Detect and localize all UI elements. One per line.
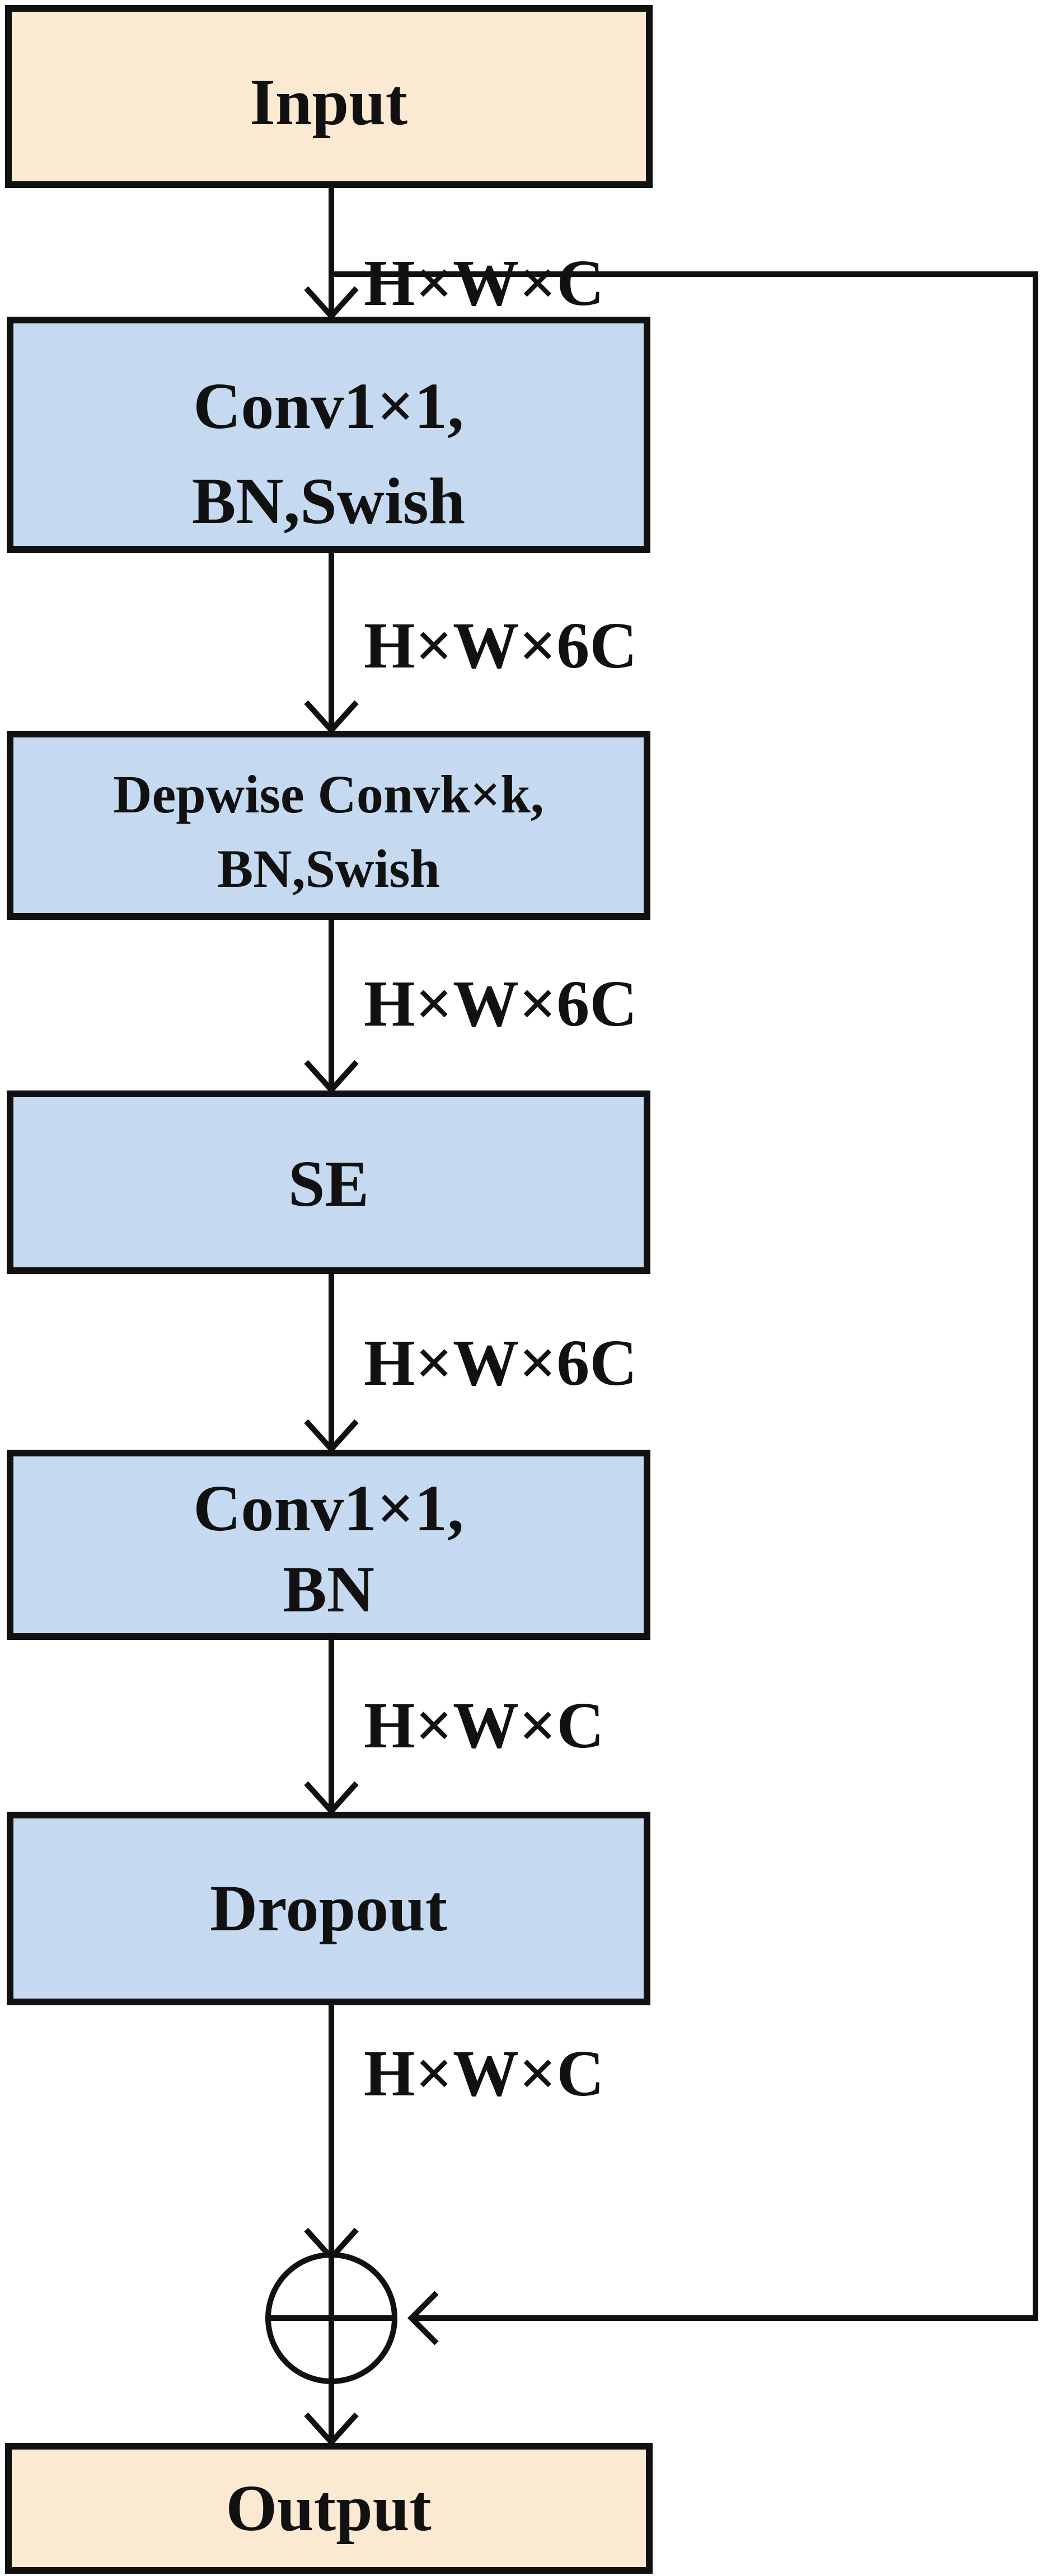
arrowhead-conv2	[304, 1419, 359, 1454]
dim-label-3: H×W×6C	[364, 967, 637, 1040]
circle-plus-icon	[265, 2252, 397, 2384]
conv1-label-line2: BN,Swish	[192, 464, 466, 538]
dim-label-1: H×W×C	[364, 246, 604, 319]
conv2-node: Conv1×1, BN	[7, 1450, 650, 1640]
arrowhead-se	[304, 1060, 359, 1094]
depthwise-node: Depwise Convk×k, BN,Swish	[7, 731, 650, 920]
arrowhead-conv1	[304, 286, 359, 321]
dim-label-2: H×W×6C	[364, 609, 637, 682]
output-node: Output	[5, 2443, 653, 2574]
conv2-label-line1: Conv1×1,	[193, 1472, 464, 1545]
se-node: SE	[7, 1090, 650, 1274]
dim-label-6: H×W×C	[364, 2037, 604, 2110]
dropout-node: Dropout	[7, 1812, 650, 2005]
arrowhead-dropout	[304, 1781, 359, 1816]
arrowhead-output	[304, 2412, 359, 2447]
se-label: SE	[288, 1147, 369, 1220]
input-label: Input	[250, 65, 407, 139]
arrowhead-depthwise	[304, 700, 359, 735]
output-label: Output	[226, 2471, 431, 2545]
conv1-label-line1: Conv1×1,	[193, 369, 464, 443]
skip-arrowhead	[407, 2291, 439, 2345]
depthwise-label-line1: Depwise Convk×k,	[113, 764, 544, 824]
conv2-label-line2: BN	[283, 1553, 374, 1626]
skip-connection-line	[331, 271, 1038, 2321]
dropout-label: Dropout	[210, 1872, 447, 1945]
dim-label-4: H×W×6C	[364, 1326, 637, 1399]
conv1-node: Conv1×1, BN,Swish	[7, 317, 650, 553]
dim-label-5: H×W×C	[364, 1689, 604, 1762]
depthwise-label-line2: BN,Swish	[217, 839, 440, 899]
input-node: Input	[5, 5, 653, 188]
